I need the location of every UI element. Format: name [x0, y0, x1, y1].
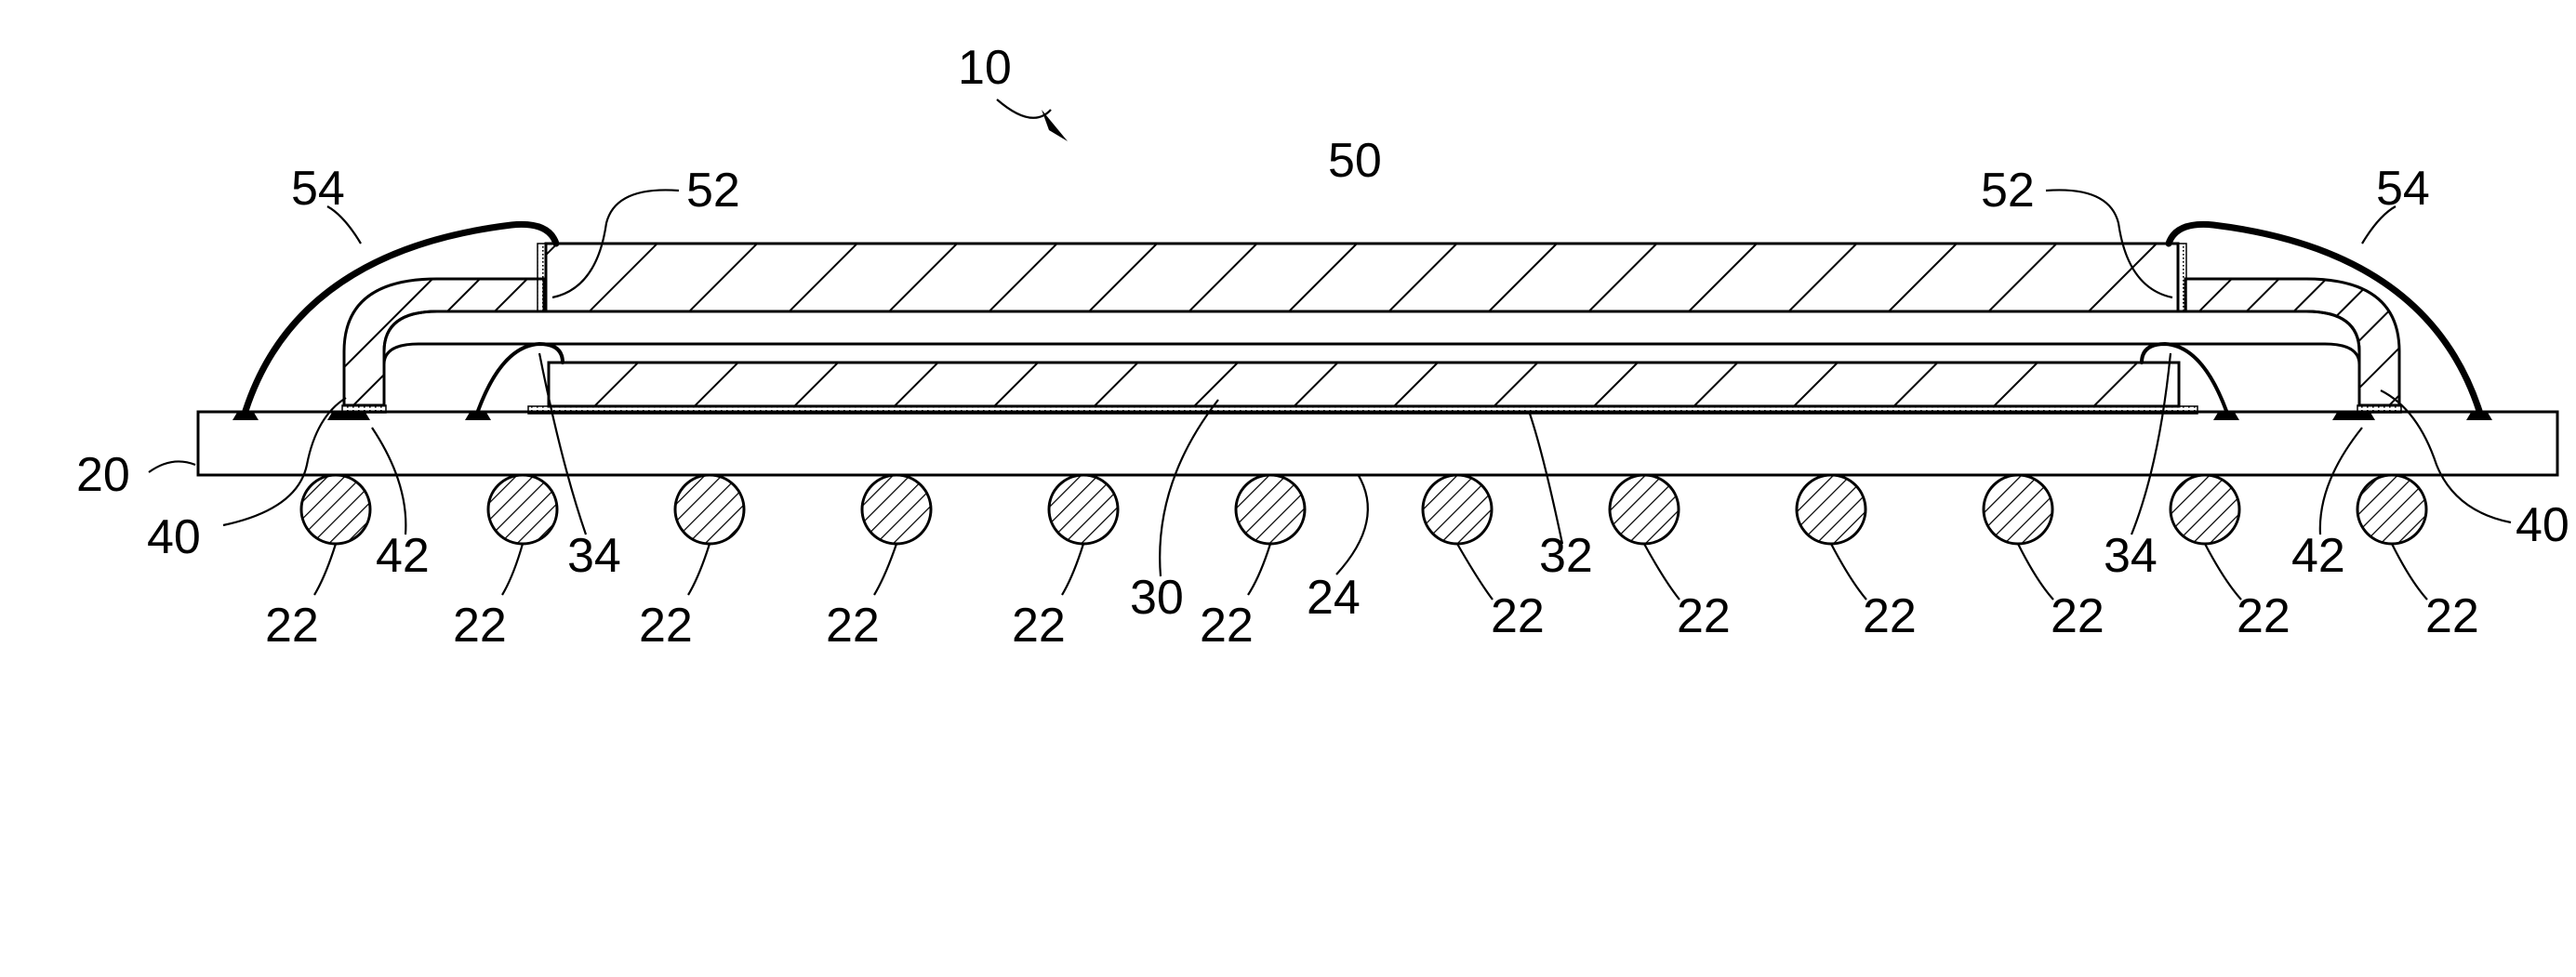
label-spacer-right: 40 — [2516, 498, 2569, 552]
leader-10 — [997, 99, 1051, 118]
solder-ball — [301, 475, 370, 544]
bridge-lower-edge-left — [384, 344, 549, 405]
bridge-lower-edge-right — [2179, 344, 2359, 405]
solder-ball — [862, 475, 931, 544]
solder-ball — [1423, 475, 1492, 544]
label-upper-wire-right: 54 — [2376, 162, 2430, 216]
label-solder-ball-7: 22 — [1491, 589, 1545, 643]
label-solder-ball-9: 22 — [1863, 589, 1917, 643]
label-solder-ball-4: 22 — [826, 599, 880, 653]
solder-ball — [2171, 475, 2239, 544]
solder-ball — [1236, 475, 1305, 544]
upper-die — [546, 244, 2178, 311]
label-spacer-pad-left: 42 — [376, 529, 430, 583]
label-solder-ball-8: 22 — [1677, 589, 1731, 643]
label-upper-die: 50 — [1328, 134, 1382, 188]
solder-ball — [1797, 475, 1866, 544]
label-solder-ball-11: 22 — [2237, 589, 2291, 643]
leader-22-8 — [1644, 544, 1680, 600]
label-die-attach: 32 — [1539, 529, 1593, 583]
solder-ball — [1984, 475, 2052, 544]
label-solder-ball-1: 22 — [265, 599, 319, 653]
leader-22-10 — [2018, 544, 2053, 600]
leader-22-2 — [502, 544, 523, 595]
label-lower-wire-right: 34 — [2104, 529, 2158, 583]
leader-22-6 — [1248, 544, 1270, 595]
label-upper-attach-left: 52 — [686, 164, 740, 218]
leader-20 — [149, 461, 195, 472]
reference-numerals: 10 50 54 54 52 52 20 40 40 42 42 34 34 3… — [76, 41, 2569, 653]
leader-22-12 — [2392, 544, 2427, 600]
spacer-pad-right — [2357, 405, 2401, 413]
label-solder-ball-5: 22 — [1012, 599, 1066, 653]
leader-22-7 — [1457, 544, 1493, 600]
label-lower-wire-left: 34 — [567, 529, 621, 583]
spacer-left — [344, 279, 544, 405]
label-assembly: 10 — [958, 41, 1012, 95]
label-spacer-left: 40 — [147, 510, 201, 564]
leader-24 — [1336, 474, 1368, 574]
solder-ball — [675, 475, 744, 544]
solder-ball — [2357, 475, 2426, 544]
solder-ball — [1610, 475, 1679, 544]
label-upper-wire-left: 54 — [291, 162, 345, 216]
label-solder-ball-12: 22 — [2425, 589, 2479, 643]
label-solder-ball-2: 22 — [453, 599, 507, 653]
label-lower-die: 30 — [1130, 571, 1184, 625]
label-substrate-bottom: 24 — [1307, 571, 1361, 625]
solder-ball — [488, 475, 557, 544]
leader-22-9 — [1831, 544, 1866, 600]
arrow-10 — [1042, 110, 1068, 141]
leader-22-4 — [874, 544, 896, 595]
label-spacer-pad-right: 42 — [2291, 529, 2345, 583]
label-substrate: 20 — [76, 448, 130, 502]
leader-22-1 — [314, 544, 336, 595]
substrate — [198, 412, 2557, 475]
lower-die — [549, 363, 2179, 406]
label-solder-ball-10: 22 — [2051, 589, 2105, 643]
leader-22-5 — [1062, 544, 1083, 595]
label-solder-ball-3: 22 — [639, 599, 693, 653]
solder-ball — [1049, 475, 1118, 544]
leader-22-3 — [688, 544, 710, 595]
spacer-pad-left — [342, 405, 386, 413]
label-solder-ball-6: 22 — [1200, 599, 1254, 653]
label-upper-attach-right: 52 — [1981, 164, 2035, 218]
